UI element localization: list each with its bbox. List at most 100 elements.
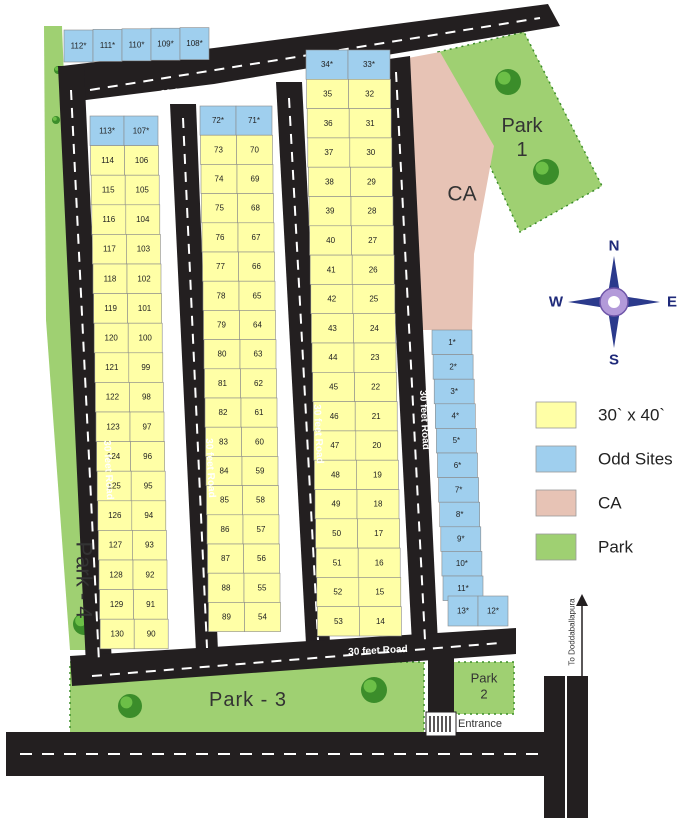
park-4-area [44,26,86,650]
legend-label: Odd Sites [598,450,673,469]
plot-label: 104 [136,215,150,224]
legend-swatch [535,401,577,429]
ca-area [408,52,494,330]
plot-label: 20 [372,441,381,450]
plot-label: 57 [257,525,266,534]
plot-label: 127 [109,541,123,550]
plot-cell [352,284,396,314]
plot-label: 26 [369,265,378,274]
plot-cell [128,352,164,383]
plot-cell [129,382,164,413]
plot-label: 79 [217,321,226,330]
plot-label: 88 [222,583,231,592]
plot-label: 53 [334,617,343,626]
plot-cell [305,49,349,80]
road-col1-label: 30 feet Road [101,440,115,500]
plot-label: 60 [255,437,264,446]
plot-label: 118 [104,274,117,283]
road-dash [70,89,100,663]
plot-label: 56 [257,554,266,563]
ca-label: CA [447,183,476,206]
plot-cell [241,426,278,457]
plot-label: 44 [329,353,338,362]
plot-label: 98 [142,393,151,402]
plot-cell [205,456,243,486]
plot-cell [201,193,238,224]
plot-label: 100 [139,334,153,343]
plot-label: 75 [215,204,224,213]
plot-label: 14 [376,617,385,626]
plot-label: 5* [453,436,461,445]
plot-cell [63,29,94,63]
plot-label: 122 [106,393,120,402]
park-1-number: 1 [516,139,527,161]
plot-label: 77 [216,262,225,271]
plot-label: 52 [333,588,342,597]
plot-label: 69 [251,175,260,184]
plot-cell [96,441,131,472]
plot-label: 84 [220,467,229,476]
plot-cell [236,164,274,194]
plot-label: 91 [146,600,155,609]
tree-icon [361,677,387,703]
plot-cell [133,618,169,650]
plot-label: 25 [369,295,378,304]
plot-cell [201,222,239,253]
plot-label: 48 [331,470,340,479]
plot-label: 58 [256,496,265,505]
compass-e-label: E [667,294,677,311]
legend-label: Park [598,538,633,557]
plot-cell [129,411,165,442]
plot-cell [438,477,479,503]
plot-label: 37 [324,148,333,157]
plot-cell [89,115,125,146]
plot-cell [432,354,474,380]
plot-cell [312,401,356,432]
plot-cell [98,530,133,561]
plot-cell [357,547,401,578]
plot-label: 66 [252,262,261,271]
plot-cell [306,108,350,139]
plot-cell [308,166,351,197]
plot-label: 74 [215,175,224,184]
plot-cell [353,313,396,344]
tree-highlight [54,66,59,71]
gate-icon [425,711,457,737]
plot-cell [206,485,243,516]
plot-label: 116 [102,215,115,224]
legend-label: CA [598,494,622,513]
plot-label: 99 [141,363,150,372]
plot-cell [200,164,238,194]
plot-cell [436,428,477,454]
plot-label: 80 [218,350,227,359]
plot-cell [235,105,273,136]
plot-label: 120 [105,334,119,343]
plot-label: 103 [137,245,151,254]
plot-cell [348,79,391,109]
plot-label: 65 [253,291,262,300]
parks-layer [44,26,603,735]
plot-label: 105 [136,186,150,195]
tree-icon [118,694,142,718]
plot-cell [237,193,274,224]
compass-center [608,296,620,308]
bottom-road-label: 30 feet Road [348,644,408,658]
plot-cell [99,589,134,620]
plot-cell [242,485,279,516]
plot-label: 82 [219,408,228,417]
plot-label: 130 [111,630,125,639]
plot-label: 87 [221,554,230,563]
plot-cell [307,137,351,168]
plot-label: 81 [218,379,227,388]
plot-label: 71* [248,116,260,125]
plot-cell [202,251,239,282]
legend-swatch [535,489,577,517]
plot-label: 128 [109,570,123,579]
plot-cell [439,501,481,528]
plot-label: 1* [448,338,456,347]
plot-label: 15 [375,588,384,597]
plot-cell [92,29,123,62]
plot-cell [350,166,393,197]
